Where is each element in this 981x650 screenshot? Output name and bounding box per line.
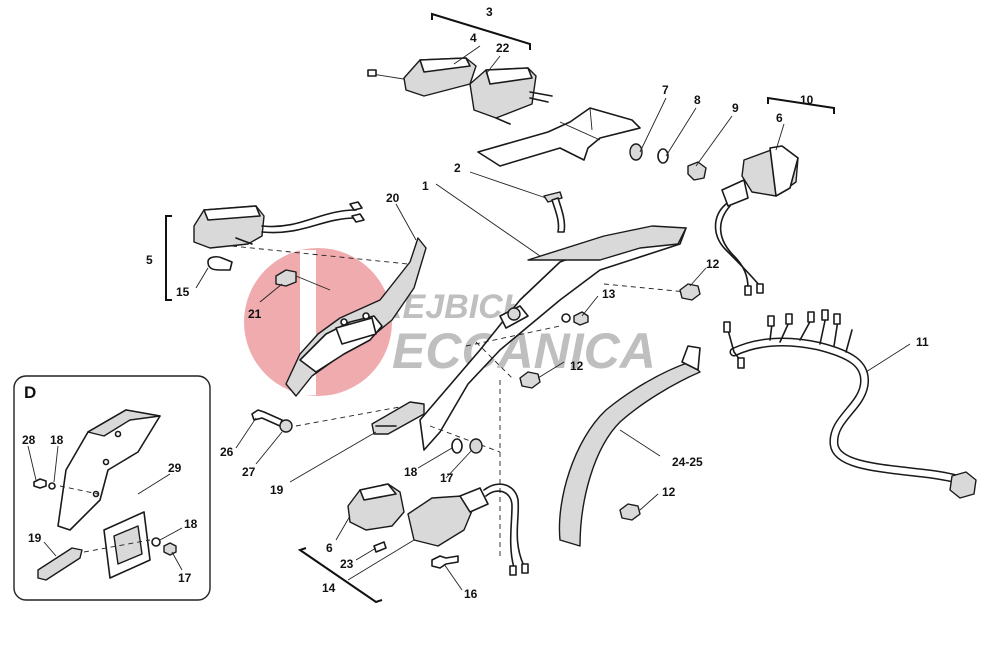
nut-9: [687, 161, 707, 181]
callout-3: 3: [486, 5, 493, 19]
inset-title: D: [24, 383, 36, 402]
callout-6a: 6: [776, 111, 783, 125]
callout-27: 27: [242, 465, 256, 479]
inset-callout-28: 28: [22, 433, 36, 447]
callout-15: 15: [176, 285, 190, 299]
screw-part: [367, 69, 377, 77]
bolt-16: [431, 555, 459, 569]
turn-signal-right: [629, 143, 799, 296]
tail-light-bracket: [477, 107, 641, 167]
lower-bolts: [251, 401, 483, 454]
inset-callout-17: 17: [178, 571, 192, 585]
callout-14: 14: [322, 581, 336, 595]
spacer-7: [629, 143, 643, 161]
callout-10: 10: [800, 93, 814, 107]
leader-lines: [195, 45, 911, 591]
callout-23: 23: [340, 557, 354, 571]
inset-detail-d: D 28 18 29 19 18 17: [13, 375, 211, 601]
watermark-line2: ECCANICA: [392, 323, 656, 379]
washer-27: [279, 419, 293, 433]
bolt-26: [251, 409, 283, 427]
callout-12b: 12: [570, 359, 584, 373]
callout-21: 21: [248, 307, 262, 321]
nut-12c: [619, 503, 641, 521]
callout-13: 13: [602, 287, 616, 301]
callout-20: 20: [386, 191, 400, 205]
washer-8: [657, 148, 669, 164]
plate-light: [193, 201, 365, 271]
callout-9: 9: [732, 101, 739, 115]
frame-hardware: [519, 283, 701, 521]
signal-stem: [721, 179, 749, 207]
screw-23: [373, 541, 387, 553]
inset-callout-18a: 18: [50, 433, 64, 447]
inset-callout-18b: 18: [184, 517, 198, 531]
inset-callout-19: 19: [28, 531, 42, 545]
callout-16: 16: [464, 587, 478, 601]
inset-pad: [37, 547, 83, 581]
callout-24-25: 24-25: [672, 455, 703, 469]
callout-12c: 12: [662, 485, 676, 499]
plate-holder: [275, 237, 427, 397]
callout-11: 11: [916, 335, 929, 349]
callouts: 3 4 22 7 8 9 10 6 2 1 20 5 15 21 13 12 1…: [146, 5, 929, 601]
inset-frame: [13, 375, 211, 601]
callout-5: 5: [146, 253, 153, 267]
callout-17: 17: [440, 471, 454, 485]
bulb-15: [207, 256, 233, 271]
callout-26: 26: [220, 445, 234, 459]
braces: [165, 12, 835, 604]
nut-12b: [519, 371, 541, 389]
washer-18: [451, 438, 463, 454]
mudguard: [558, 345, 701, 547]
rear-frame: [419, 225, 687, 451]
callout-18: 18: [404, 465, 418, 479]
nut-12a: [679, 283, 701, 301]
callout-22: 22: [496, 41, 510, 55]
screw-2: [543, 191, 566, 233]
alignment-lines: [231, 245, 687, 560]
callout-12a: 12: [706, 257, 720, 271]
harness-connector: [949, 471, 977, 499]
callout-1: 1: [422, 179, 429, 193]
wiring-harness: [723, 309, 977, 499]
inset-bracket: [57, 409, 161, 531]
inset-callout-29: 29: [168, 461, 182, 475]
nut-17: [469, 438, 483, 454]
callout-4: 4: [470, 31, 477, 45]
callout-7: 7: [662, 83, 669, 97]
frame-part-1: [419, 227, 687, 451]
bracket-19: [371, 401, 425, 435]
bolt-21: [275, 269, 297, 287]
callout-2: 2: [454, 161, 461, 175]
callout-6b: 6: [326, 541, 333, 555]
callout-19: 19: [270, 483, 284, 497]
washer-13: [561, 313, 571, 323]
signal-body-left: [407, 495, 475, 547]
tail-light-assembly: [367, 57, 641, 167]
turn-signal-left: [347, 483, 529, 576]
callout-8: 8: [694, 93, 701, 107]
